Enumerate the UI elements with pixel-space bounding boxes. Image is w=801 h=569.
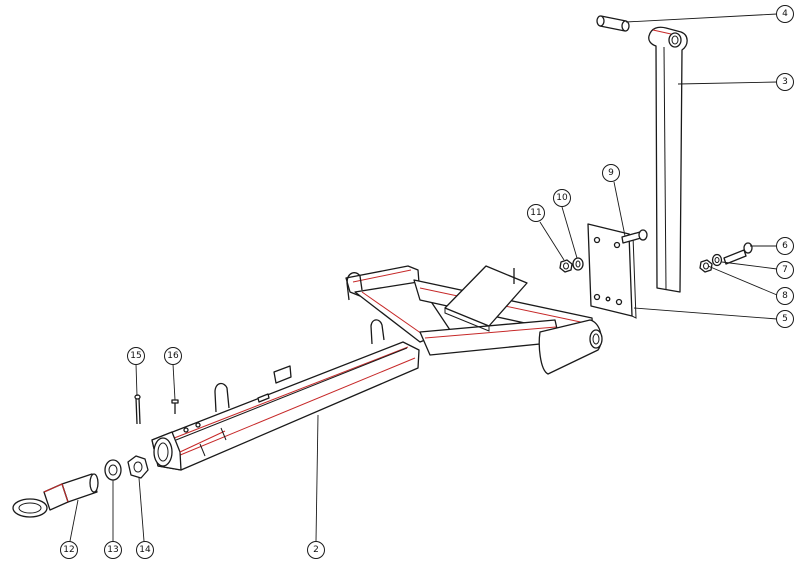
svg-text:3: 3: [782, 77, 788, 87]
svg-text:12: 12: [63, 545, 74, 555]
svg-text:4: 4: [782, 9, 788, 19]
part-10-washer: [572, 257, 584, 271]
part-3-arm: [648, 26, 688, 293]
part-2-drawbar-frame: [151, 265, 603, 471]
callout-7: 7: [776, 261, 794, 279]
part-11-nut: [559, 259, 573, 273]
part-8-nut: [699, 259, 713, 273]
part-12-tow-eye: [12, 473, 99, 518]
svg-text:6: 6: [782, 241, 788, 251]
svg-text:2: 2: [313, 545, 319, 555]
part-16-bolt: [171, 399, 179, 414]
svg-text:7: 7: [782, 265, 788, 275]
svg-text:11: 11: [530, 208, 541, 218]
callout-9: 9: [602, 164, 620, 182]
part-7-washer: [711, 253, 723, 267]
svg-text:5: 5: [782, 314, 788, 324]
svg-text:16: 16: [167, 351, 179, 361]
svg-text:8: 8: [782, 291, 788, 301]
part-6-bolt: [723, 242, 753, 265]
part-4-bushing: [596, 15, 630, 32]
part-15-pin: [134, 394, 141, 425]
callout-11: 11: [527, 204, 545, 222]
callout-14: 14: [136, 541, 154, 559]
callout-5: 5: [776, 310, 794, 328]
callout-10: 10: [553, 189, 571, 207]
callout-12: 12: [60, 541, 78, 559]
callout-6: 6: [776, 237, 794, 255]
svg-text:15: 15: [130, 351, 141, 361]
callout-3: 3: [776, 73, 794, 91]
callout-2: 2: [307, 541, 325, 559]
callout-13: 13: [104, 541, 122, 559]
svg-text:9: 9: [608, 168, 614, 178]
svg-text:13: 13: [107, 545, 118, 555]
svg-text:10: 10: [556, 193, 568, 203]
callout-16: 16: [164, 347, 182, 365]
part-14-nut: [127, 455, 149, 479]
callout-8: 8: [776, 287, 794, 305]
part-9-bolt: [621, 229, 648, 244]
callout-15: 15: [127, 347, 145, 365]
callout-4: 4: [776, 5, 794, 23]
svg-text:14: 14: [139, 545, 151, 555]
part-13-washer: [104, 459, 122, 481]
leader-lines: [69, 13, 778, 542]
